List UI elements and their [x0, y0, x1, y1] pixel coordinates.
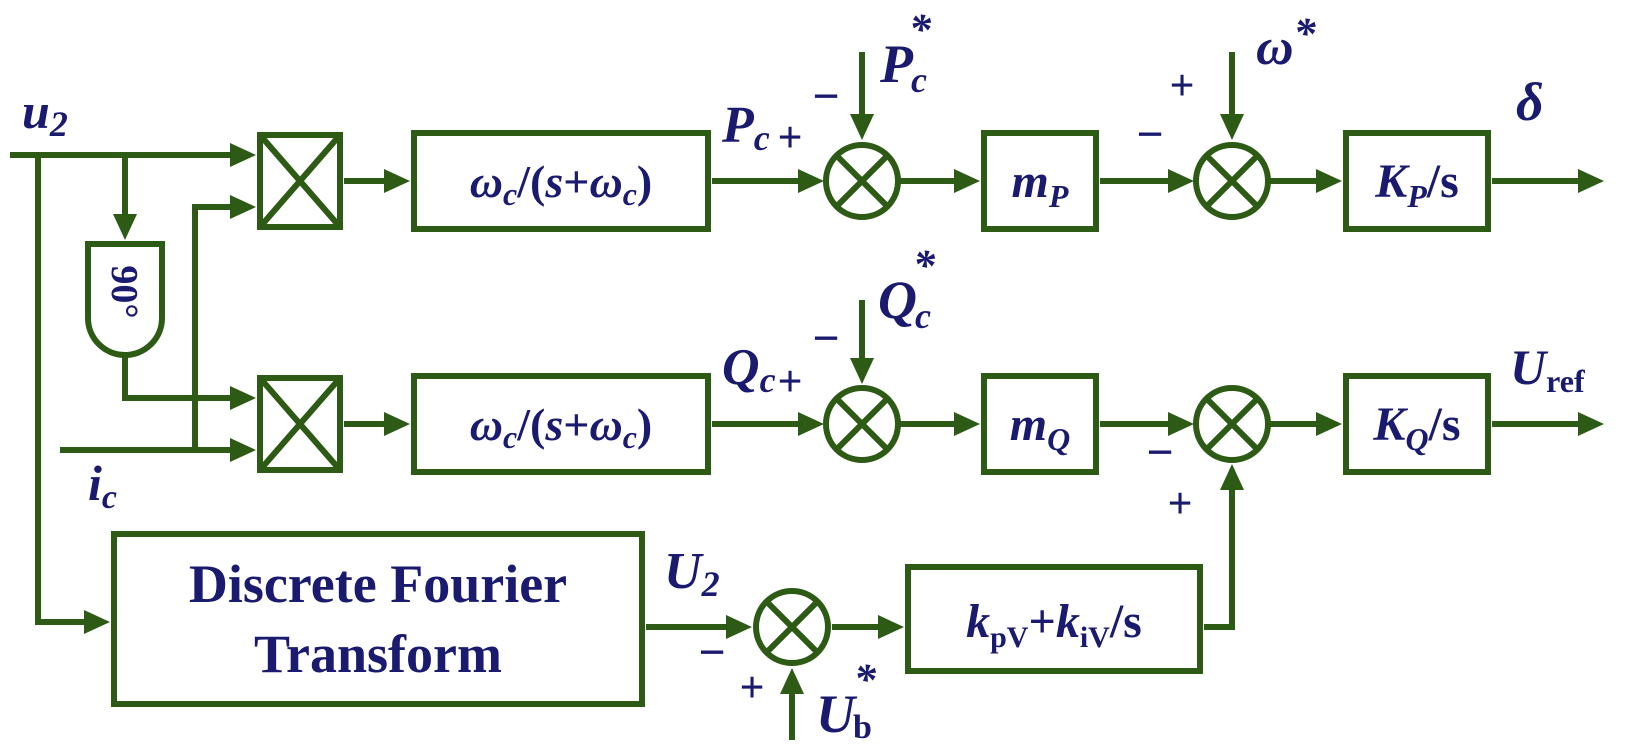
- arrow-mult-p-in1: [230, 143, 256, 167]
- mq-block: [981, 373, 1099, 475]
- sign-pc-plus: +: [777, 113, 802, 162]
- wire-u2-to-dft: [35, 155, 88, 625]
- arrow-sum-u-in: [1168, 412, 1194, 436]
- sign-qcref-minus: −: [812, 312, 839, 365]
- label-uref: Uref: [1510, 339, 1585, 399]
- pi-block: [905, 564, 1203, 674]
- lpf-q-label: ωc/(s+ωc): [470, 399, 653, 455]
- sign-pcref-minus: −: [812, 70, 839, 123]
- arrow-pi-in: [878, 615, 904, 639]
- label-u2-mag: U2: [664, 543, 720, 604]
- sum-v: [753, 588, 831, 666]
- arrow-sum-w-in: [1168, 169, 1194, 193]
- wire-ic-to-mult-p: [192, 204, 235, 450]
- arrow-mult-q-in2: [230, 438, 256, 462]
- label-u2: u2: [22, 83, 68, 144]
- arrow-sum-q-in: [798, 412, 824, 436]
- mp-label: mP: [1012, 155, 1069, 214]
- arrow-90-in: [113, 214, 137, 240]
- dft-block: [111, 531, 645, 707]
- lpf-p-block: [411, 130, 711, 232]
- arrow-kq-in: [1316, 412, 1342, 436]
- arrow-mp-in: [954, 169, 980, 193]
- multiplier-q: [257, 375, 343, 473]
- arrow-kp-in: [1316, 169, 1342, 193]
- sum-w: [1193, 142, 1271, 220]
- label-qc: Qc: [722, 339, 776, 400]
- phase-shift-label: 90°: [103, 265, 145, 318]
- arrow-dft-in: [84, 610, 110, 634]
- arrow-lpf-q-in: [384, 412, 410, 436]
- arrow-sum-p-in: [798, 169, 824, 193]
- lpf-q-block: [411, 373, 711, 475]
- label-qc-ref: Qc*: [878, 241, 936, 336]
- arrow-sum-u-in2: [1220, 464, 1244, 490]
- sign-mq-minus: −: [1146, 426, 1173, 479]
- label-pc-ref: Pc*: [879, 5, 932, 100]
- label-ic: ic: [88, 455, 117, 516]
- arrow-wref-in: [1220, 114, 1244, 140]
- arrow-pcref-in: [850, 114, 874, 140]
- arrow-sum-v-in: [726, 615, 752, 639]
- label-ub-ref: Ub*: [816, 655, 877, 746]
- sign-wref-plus: +: [1169, 61, 1194, 110]
- label-delta: δ: [1516, 72, 1544, 132]
- sign-u2-minus: −: [698, 626, 725, 679]
- label-omega-ref: ω*: [1256, 9, 1317, 76]
- sign-pi-plus: +: [1167, 479, 1192, 528]
- kp-label: KP/s: [1374, 155, 1459, 214]
- mq-label: mQ: [1010, 398, 1070, 457]
- arrow-mult-q-in1: [230, 386, 256, 410]
- arrow-delta-out: [1578, 169, 1604, 193]
- sum-p: [823, 142, 901, 220]
- wire-90-to-mult-q: [122, 355, 235, 401]
- lpf-p-label: ωc/(s+ωc): [470, 156, 653, 212]
- arrow-lpf-p-in: [384, 169, 410, 193]
- sum-u: [1193, 385, 1271, 463]
- arrow-qcref-in: [850, 358, 874, 384]
- arrow-mult-p-in2: [230, 195, 256, 219]
- pi-label: kpV+kiV/s: [966, 595, 1142, 654]
- multiplier-p: [257, 132, 343, 230]
- arrow-ubref-in: [780, 668, 804, 694]
- sign-qc-plus: +: [777, 357, 802, 406]
- kq-label: KQ/s: [1372, 398, 1460, 457]
- label-pc: Pc: [721, 97, 770, 158]
- arrow-mq-in: [954, 412, 980, 436]
- dft-label-line2: Transform: [254, 624, 502, 684]
- mp-block: [981, 130, 1099, 232]
- kq-block: [1343, 373, 1491, 475]
- dft-label-line1: Discrete Fourier: [189, 554, 567, 614]
- wire-pi-to-sum-u: [1204, 486, 1235, 630]
- phase-shift-block: [85, 241, 165, 358]
- sum-q: [823, 385, 901, 463]
- sign-ubref-plus: +: [739, 663, 764, 712]
- kp-block: [1343, 130, 1491, 232]
- sign-mp-minus: −: [1136, 108, 1163, 161]
- arrow-uref-out: [1578, 412, 1604, 436]
